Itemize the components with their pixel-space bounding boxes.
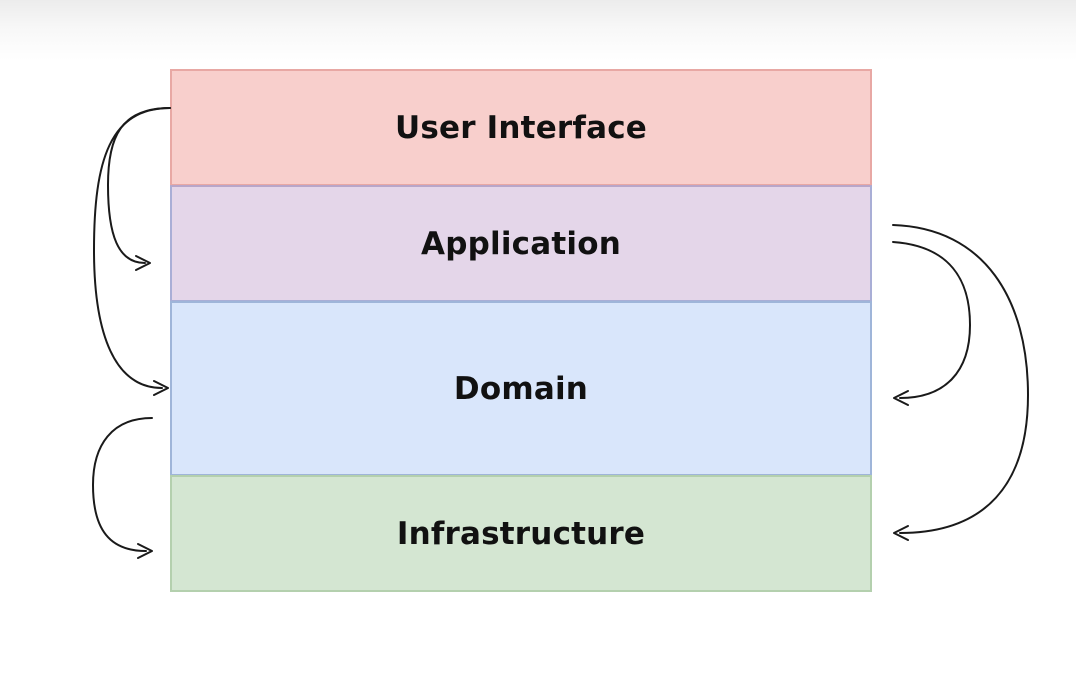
layer-label-user-interface: User Interface — [394, 109, 648, 146]
arrowhead-ui-to-domain — [153, 380, 169, 396]
arrowhead-ui-to-application — [135, 255, 151, 271]
top-shade — [0, 0, 1076, 60]
arrowhead-application-to-domain — [893, 390, 909, 406]
layer-label-application: Application — [421, 225, 621, 262]
arrowhead-application-to-infrastructure — [893, 525, 909, 541]
layer-domain: Domain — [170, 301, 872, 476]
layer-label-domain: Domain — [453, 370, 589, 407]
arrow-ui-to-domain — [92, 107, 171, 389]
arrowhead-domain-to-infrastructure — [137, 543, 153, 559]
layer-label-infrastructure: Infrastructure — [396, 515, 646, 552]
arrow-application-to-domain — [892, 241, 972, 399]
arrow-domain-to-infrastructure — [91, 417, 153, 552]
layer-user-interface: User Interface — [170, 69, 872, 186]
arrow-application-to-infrastructure — [892, 224, 1030, 534]
layer-application: Application — [170, 185, 872, 302]
layer-infrastructure: Infrastructure — [170, 475, 872, 592]
arrow-ui-to-application — [106, 107, 171, 264]
